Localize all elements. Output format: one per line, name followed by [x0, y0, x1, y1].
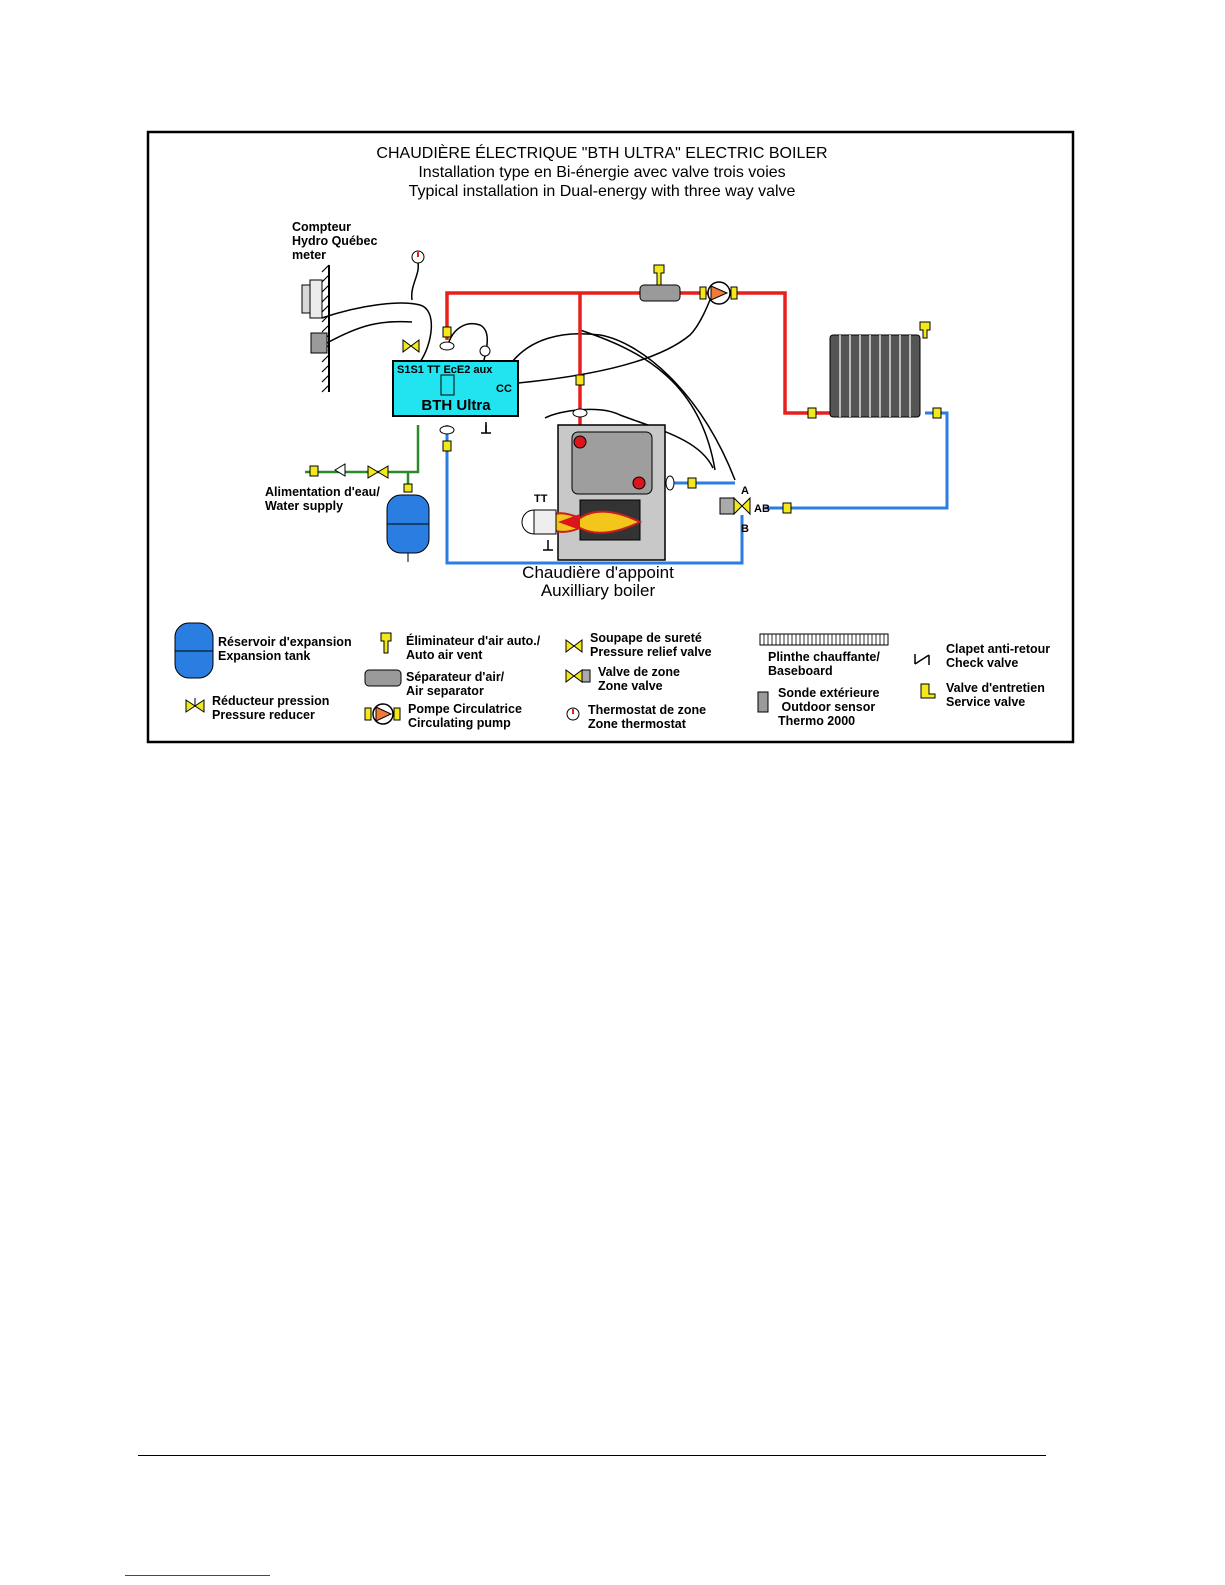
legend-auto-air-vent-en: Auto air vent: [406, 648, 483, 662]
service-valve-icon: [932, 407, 942, 419]
union-fitting: [439, 425, 455, 435]
legend-check-valve-en: Check valve: [946, 656, 1018, 670]
auxiliary-boiler: [538, 424, 666, 561]
service-valve-icon: [442, 440, 452, 452]
legend-outdoor-sensor-extra: Thermo 2000: [778, 714, 855, 728]
port-ab-label: AB: [754, 503, 770, 515]
drain-valve-icon: [543, 540, 553, 551]
expansion-tank-icon: [386, 494, 430, 562]
aux-tt-label: TT: [534, 493, 548, 505]
legend-air-separator-fr: Séparateur d'air/: [406, 670, 505, 684]
legend-baseboard-icon: [759, 633, 889, 646]
union-fitting: [665, 475, 675, 491]
water-supply-label-2: Water supply: [265, 499, 343, 513]
service-valve-icon: [575, 374, 585, 386]
three-way-valve-icon: [719, 496, 751, 516]
legend-zone-thermostat-fr: Thermostat de zone: [588, 703, 706, 717]
auto-air-vent-icon: [919, 321, 931, 339]
service-valve-icon: [782, 502, 792, 514]
hydro-meter-icon: [301, 279, 323, 319]
meter-label-3: meter: [292, 248, 326, 262]
legend-pressure-relief-valve-fr: Soupape de sureté: [590, 631, 702, 645]
union-fitting: [572, 408, 588, 418]
meter-label-1: Compteur: [292, 220, 351, 234]
diagram-title-line3: Typical installation in Dual-energy with…: [409, 183, 796, 200]
service-valve-icon: [687, 477, 697, 489]
union-fitting: [439, 341, 455, 351]
legend-zone-thermostat-en: Zone thermostat: [588, 717, 687, 731]
port-a-label: A: [741, 485, 749, 497]
zone-thermostat-icon: [479, 345, 491, 357]
drain-valve-icon: [481, 425, 491, 434]
bth-terminals-label: S1S1 TT EcE2 aux: [397, 364, 493, 376]
bth-cc-label: CC: [496, 383, 512, 395]
meter-label-2: Hydro Québec: [292, 234, 377, 248]
legend-pressure-reducer-fr: Réducteur pression: [212, 694, 329, 708]
radiator-icon: [829, 334, 921, 418]
legend-circulating-pump-en: Circulating pump: [408, 716, 511, 730]
legend-outdoor-sensor-fr: Sonde extérieure: [778, 686, 879, 700]
legend-pressure-relief-valve-en: Pressure relief valve: [590, 645, 712, 659]
legend-pressure-reducer-icon: [185, 698, 205, 713]
legend-zone-valve-fr: Valve de zone: [598, 665, 680, 679]
legend-service-valve-en: Service valve: [946, 695, 1025, 709]
legend-outdoor-sensor-en: Outdoor sensor: [778, 700, 875, 714]
service-valve-icon: [807, 407, 817, 419]
pressure-relief-valve-icon: [402, 339, 420, 353]
footnote-rule: [125, 1575, 270, 1576]
footer-rule: [138, 1455, 1046, 1456]
bth-ultra-boiler: [392, 360, 519, 417]
legend-zone-thermostat-icon: [566, 707, 580, 721]
water-supply-label-1: Alimentation d'eau/: [265, 485, 380, 499]
legend-expansion-tank-icon: [174, 622, 214, 679]
aux-boiler-label-1: Chaudière d'appoint: [522, 563, 674, 582]
diagram-title-line1: CHAUDIÈRE ÉLECTRIQUE "BTH ULTRA" ELECTRI…: [376, 143, 827, 162]
auto-air-vent-icon: [653, 264, 665, 286]
service-valve-icon: [309, 465, 319, 477]
legend-pressure-reducer-en: Pressure reducer: [212, 708, 315, 722]
port-b-label: B: [741, 523, 749, 535]
legend-air-separator-en: Air separator: [406, 684, 484, 698]
service-valve-icon: [442, 326, 452, 338]
supply-pipe: [445, 291, 830, 445]
wall-hatch: [321, 264, 330, 393]
legend-baseboard-en: Baseboard: [768, 664, 833, 678]
diagram-title-line2: Installation type en Bi-énergie avec val…: [418, 164, 785, 181]
check-valve-icon: [334, 463, 346, 477]
legend-auto-air-vent-fr: Éliminateur d'air auto./: [406, 633, 541, 648]
legend-air-separator-icon: [364, 669, 402, 687]
bth-name-label: BTH Ultra: [421, 397, 491, 414]
legend: Réservoir d'expansion Expansion tank Réd…: [174, 622, 1050, 731]
legend-service-valve-icon: [920, 683, 936, 699]
air-separator-icon: [639, 284, 681, 302]
legend-check-valve-icon: [914, 654, 930, 665]
legend-circulating-pump-fr: Pompe Circulatrice: [408, 702, 522, 716]
legend-check-valve-fr: Clapet anti-retour: [946, 642, 1050, 656]
legend-baseboard-fr: Plinthe chauffante/: [768, 650, 880, 664]
service-valve-icon: [403, 483, 413, 493]
legend-pressure-relief-valve-icon: [565, 639, 583, 653]
aux-boiler-label-2: Auxilliary boiler: [541, 581, 656, 600]
legend-zone-valve-icon: [565, 669, 591, 683]
pressure-reducer-icon: [367, 465, 389, 479]
legend-service-valve-fr: Valve d'entretien: [946, 681, 1045, 695]
legend-expansion-tank-fr: Réservoir d'expansion: [218, 635, 352, 649]
legend-expansion-tank-en: Expansion tank: [218, 649, 310, 663]
oil-burner-icon: [521, 509, 557, 535]
legend-circulating-pump-icon: [364, 703, 401, 725]
zone-thermostat-icon: [411, 250, 425, 264]
legend-zone-valve-en: Zone valve: [598, 679, 663, 693]
legend-outdoor-sensor-icon: [757, 691, 769, 713]
circulating-pump-icon: [699, 281, 738, 305]
control-wiring: [321, 262, 736, 481]
outdoor-sensor-icon: [310, 332, 328, 354]
legend-auto-air-vent-icon: [380, 632, 392, 654]
